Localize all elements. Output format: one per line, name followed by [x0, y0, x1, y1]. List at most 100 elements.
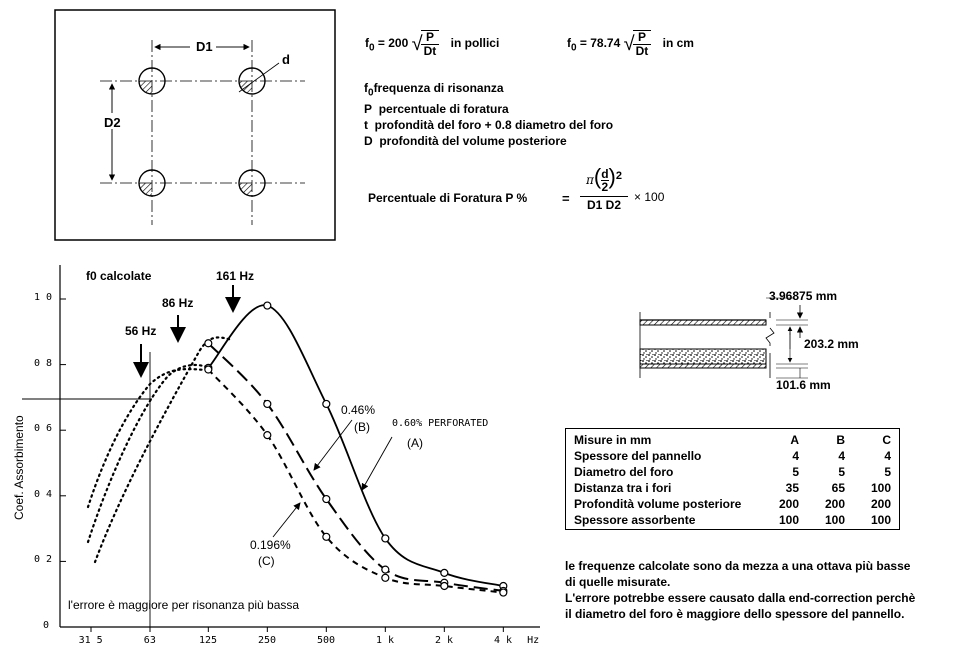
- series-c-name: 0.196%: [250, 538, 291, 552]
- hole-top-left: [138, 67, 166, 95]
- formula-f0-inch: f0 = 200 √ P Dt in pollici: [365, 30, 500, 58]
- panel-dim-depth: 203.2 mm: [804, 337, 859, 351]
- hole-pattern-diagram: [54, 9, 336, 241]
- arrow-label-161hz: 161 Hz: [216, 269, 255, 283]
- series-b-name: 0.46%: [341, 403, 376, 417]
- series-c-letter: (C): [258, 554, 275, 568]
- label-d1: D1: [196, 39, 213, 54]
- panel-dim-thickness: 3.96875 mm: [769, 289, 838, 303]
- calc-curve-86hz: [86, 363, 212, 544]
- series-group: [204, 301, 508, 597]
- definition-f0: f0frequenza di risonanza: [364, 81, 504, 99]
- chart-note: l'errore è maggiore per risonanza più ba…: [68, 598, 300, 612]
- y-axis-label: Coef. Assorbimento: [12, 415, 26, 520]
- definition-d: D profondità del volume posteriore: [364, 134, 567, 149]
- cell-b: 100: [824, 513, 845, 527]
- panel-section-diagram: [639, 297, 808, 379]
- data-point: [381, 534, 390, 543]
- series-line-c: [207, 368, 504, 594]
- conclusion-line: il diametro del foro è maggiore dello sp…: [565, 607, 905, 621]
- cell-a: 4: [792, 449, 800, 463]
- cell-a: 200: [779, 497, 800, 511]
- x-tick-label: 4 k: [494, 635, 513, 646]
- y-tick-label: 0: [43, 620, 50, 631]
- calculated-label: f0 calcolate: [86, 269, 152, 283]
- leader-a: [361, 436, 393, 491]
- series-line-b: [207, 342, 504, 592]
- data-point: [322, 399, 331, 409]
- y-tick-label: 0 2: [34, 554, 53, 566]
- calc-curve-161hz: [93, 336, 234, 564]
- series-a-letter: (A): [407, 436, 423, 450]
- conclusion-line: le frequenze calcolate sono da mezza a u…: [565, 559, 911, 573]
- specs-table-box: Misure in mm A B C Spessore del pannello…: [565, 428, 900, 530]
- specs-header-label: Misure in mm: [574, 433, 652, 447]
- definition-t: t profondità del foro + 0.8 diametro del…: [364, 118, 614, 133]
- data-point: [440, 581, 449, 591]
- y-tick-label: 0 4: [34, 488, 53, 500]
- data-point: [204, 365, 213, 374]
- x-tick-label: 1 k: [376, 635, 395, 646]
- hole-pattern-frame: [54, 9, 336, 241]
- y-tick-label: 0 6: [34, 423, 53, 435]
- series-a-name: 0.60% PERFORATED: [392, 418, 489, 429]
- conclusion-line: L'errore potrebbe essere causato dalla e…: [565, 591, 916, 605]
- x-tick-label: 63: [143, 635, 156, 646]
- data-point: [499, 588, 508, 597]
- data-point: [263, 431, 272, 440]
- definition-p: P percentuale di foratura: [364, 102, 509, 117]
- panel-dim-absorber: 101.6 mm: [776, 378, 831, 392]
- series-b-letter: (B): [354, 420, 370, 434]
- arrow-label-56hz: 56 Hz: [125, 324, 157, 338]
- cell-a: 100: [779, 513, 800, 527]
- x-tick-label: 31 5: [78, 635, 103, 646]
- specs-header-b: B: [836, 433, 845, 447]
- hole-bottom-left: [138, 169, 166, 197]
- cell-a: 35: [785, 481, 800, 495]
- data-point: [263, 399, 272, 409]
- x-ticks: [90, 627, 504, 632]
- x-tick-label: 250: [258, 635, 277, 646]
- specs-header-row: Misure in mm A B C: [570, 432, 895, 448]
- row-label: Distanza tra i fori: [574, 481, 672, 495]
- row-label: Spessore assorbente: [574, 513, 696, 527]
- table-row: Spessore assorbente 100 100 100: [570, 512, 895, 528]
- label-d2: D2: [104, 115, 121, 130]
- specs-table: Misure in mm A B C Spessore del pannello…: [570, 432, 895, 528]
- definitions-list: f0frequenza di risonanza P percentuale d…: [364, 80, 613, 149]
- perforation-times: × 100: [634, 190, 665, 204]
- x-tick-label: 500: [317, 635, 336, 646]
- data-point: [322, 532, 331, 541]
- cell-b: 65: [831, 481, 845, 495]
- cell-c: 5: [884, 465, 891, 479]
- row-label: Spessore del pannello: [574, 449, 702, 463]
- formula-f0-cm: f0 = 78.74 √ P Dt in cm: [567, 30, 694, 58]
- specs-header-a: A: [790, 433, 800, 447]
- cell-b: 200: [824, 497, 845, 511]
- label-d: d: [282, 52, 290, 67]
- y-tick-label: 1 0: [34, 292, 53, 303]
- y-ticks: [60, 298, 66, 628]
- cell-c: 4: [884, 449, 891, 463]
- perforation-eq: =: [562, 191, 570, 206]
- cell-c: 100: [870, 513, 891, 527]
- leader-c: [272, 502, 301, 538]
- x-tick-label: 2 k: [435, 635, 454, 646]
- data-point: [263, 301, 272, 310]
- y-tick-label: 0 8: [34, 357, 53, 369]
- perforation-label: Percentuale di Foratura P %: [368, 191, 528, 205]
- cell-a: 5: [792, 465, 800, 479]
- cell-c: 200: [870, 497, 891, 511]
- conclusion-line: di quelle misurate.: [565, 575, 671, 589]
- hole-bottom-right: [238, 169, 266, 197]
- d-leader-line: [238, 62, 280, 93]
- data-point: [322, 494, 331, 504]
- arrow-label-86hz: 86 Hz: [162, 296, 194, 310]
- data-point: [381, 573, 390, 582]
